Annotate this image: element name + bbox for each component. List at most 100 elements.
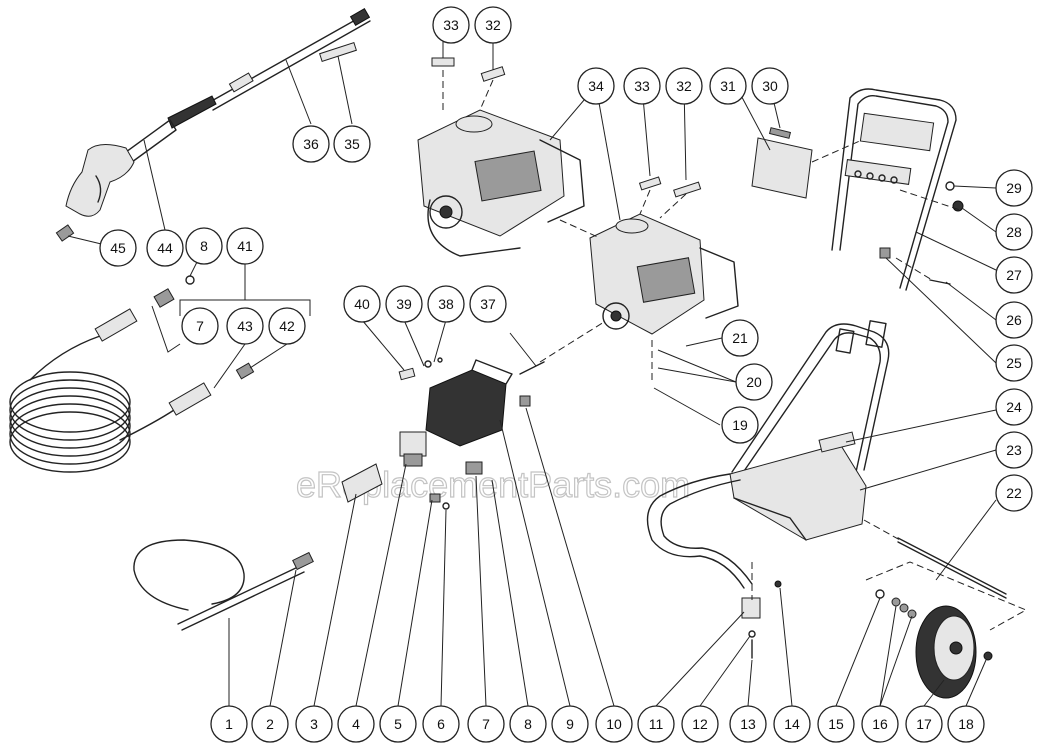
callout-20: 20 xyxy=(735,363,773,401)
callout-18: 18 xyxy=(947,705,985,743)
callout-45-label: 45 xyxy=(110,240,126,256)
callout-13-label: 13 xyxy=(740,716,756,732)
callout-33-top: 33 xyxy=(432,6,470,44)
callout-27-label: 27 xyxy=(1006,267,1022,283)
callout-12-label: 12 xyxy=(692,716,708,732)
callout-43: 43 xyxy=(226,307,264,345)
callout-7-hose-label: 7 xyxy=(196,318,204,334)
callout-23: 23 xyxy=(995,431,1033,469)
leader-lines xyxy=(67,40,997,707)
callout-34: 34 xyxy=(577,67,615,105)
callout-16: 16 xyxy=(861,705,899,743)
callout-40-label: 40 xyxy=(354,296,370,312)
callout-33-right-label: 33 xyxy=(634,78,650,94)
callout-1: 1 xyxy=(210,705,248,743)
callout-8-hose: 8 xyxy=(185,227,223,265)
callout-14: 14 xyxy=(773,705,811,743)
callout-29-label: 29 xyxy=(1006,180,1022,196)
callout-17: 17 xyxy=(905,705,943,743)
callout-11-label: 11 xyxy=(649,716,664,732)
callout-24-label: 24 xyxy=(1006,399,1022,415)
callout-3-label: 3 xyxy=(310,716,318,732)
callout-44: 44 xyxy=(146,229,184,267)
callout-3: 3 xyxy=(295,705,333,743)
callout-41: 41 xyxy=(226,227,264,265)
wheel-assembly xyxy=(865,561,1028,699)
callout-37: 37 xyxy=(469,285,507,323)
callout-40: 40 xyxy=(343,285,381,323)
callout-29: 29 xyxy=(995,169,1033,207)
callout-18-label: 18 xyxy=(958,716,974,732)
callout-15: 15 xyxy=(817,705,855,743)
assembly-lines xyxy=(442,70,961,600)
callout-41-label: 41 xyxy=(237,238,253,254)
callout-22: 22 xyxy=(995,474,1033,512)
callout-4: 4 xyxy=(337,705,375,743)
spray-wand xyxy=(207,7,371,111)
callout-10-label: 10 xyxy=(606,716,622,732)
callout-13: 13 xyxy=(729,705,767,743)
callout-26: 26 xyxy=(995,301,1033,339)
callout-30: 30 xyxy=(751,67,789,105)
callout-21-label: 21 xyxy=(732,330,748,346)
callout-5-label: 5 xyxy=(394,716,402,732)
wand-extension xyxy=(133,539,314,631)
label-decal-3 xyxy=(341,463,383,503)
callout-32-right-label: 32 xyxy=(676,78,692,94)
callout-12: 12 xyxy=(681,705,719,743)
callout-39: 39 xyxy=(385,285,423,323)
callout-4-label: 4 xyxy=(352,716,360,732)
callout-21: 21 xyxy=(721,319,759,357)
engine-lower xyxy=(589,176,739,335)
callout-2-label: 2 xyxy=(266,716,274,732)
callout-33-right: 33 xyxy=(623,67,661,105)
callout-34-label: 34 xyxy=(588,78,604,94)
callout-9: 9 xyxy=(551,705,589,743)
callout-26-label: 26 xyxy=(1006,312,1022,328)
callout-2: 2 xyxy=(251,705,289,743)
callout-36-label: 36 xyxy=(303,136,319,152)
callout-25: 25 xyxy=(995,344,1033,382)
callout-42-label: 42 xyxy=(279,318,295,334)
callout-28: 28 xyxy=(995,213,1033,251)
callout-1-label: 1 xyxy=(225,716,233,732)
callout-44-label: 44 xyxy=(157,240,173,256)
engine-upper xyxy=(417,57,585,257)
callout-7-hose: 7 xyxy=(181,307,219,345)
callout-30-label: 30 xyxy=(762,78,778,94)
callout-24: 24 xyxy=(995,388,1033,426)
callout-23-label: 23 xyxy=(1006,442,1022,458)
callout-37-label: 37 xyxy=(480,296,496,312)
callout-10: 10 xyxy=(595,705,633,743)
callout-31-label: 31 xyxy=(720,78,736,94)
callout-14-label: 14 xyxy=(784,716,800,732)
callout-6-label: 6 xyxy=(437,716,445,732)
callout-32-top-label: 32 xyxy=(485,17,501,33)
callout-16-label: 16 xyxy=(872,716,888,732)
spray-gun xyxy=(55,95,217,242)
high-pressure-hose xyxy=(9,275,255,473)
pump-assembly xyxy=(398,357,545,510)
callout-28-label: 28 xyxy=(1006,224,1022,240)
callout-19-label: 19 xyxy=(732,417,748,433)
callout-19: 19 xyxy=(721,406,759,444)
callout-35: 35 xyxy=(333,125,371,163)
callout-5: 5 xyxy=(379,705,417,743)
callout-39-label: 39 xyxy=(396,296,412,312)
callout-27: 27 xyxy=(995,256,1033,294)
callout-43-label: 43 xyxy=(237,318,253,334)
callout-8: 8 xyxy=(509,705,547,743)
callout-25-label: 25 xyxy=(1006,355,1022,371)
callout-11: 11 xyxy=(637,705,675,743)
callout-8-label: 8 xyxy=(524,716,532,732)
callout-36: 36 xyxy=(292,125,330,163)
callout-15-label: 15 xyxy=(828,716,844,732)
handle-frame xyxy=(751,88,964,291)
callout-38: 38 xyxy=(427,285,465,323)
callout-20-label: 20 xyxy=(746,374,762,390)
callout-33-top-label: 33 xyxy=(443,17,459,33)
callout-32-top: 32 xyxy=(474,6,512,44)
label-decal-35 xyxy=(319,42,357,62)
callout-8-hose-label: 8 xyxy=(200,238,208,254)
